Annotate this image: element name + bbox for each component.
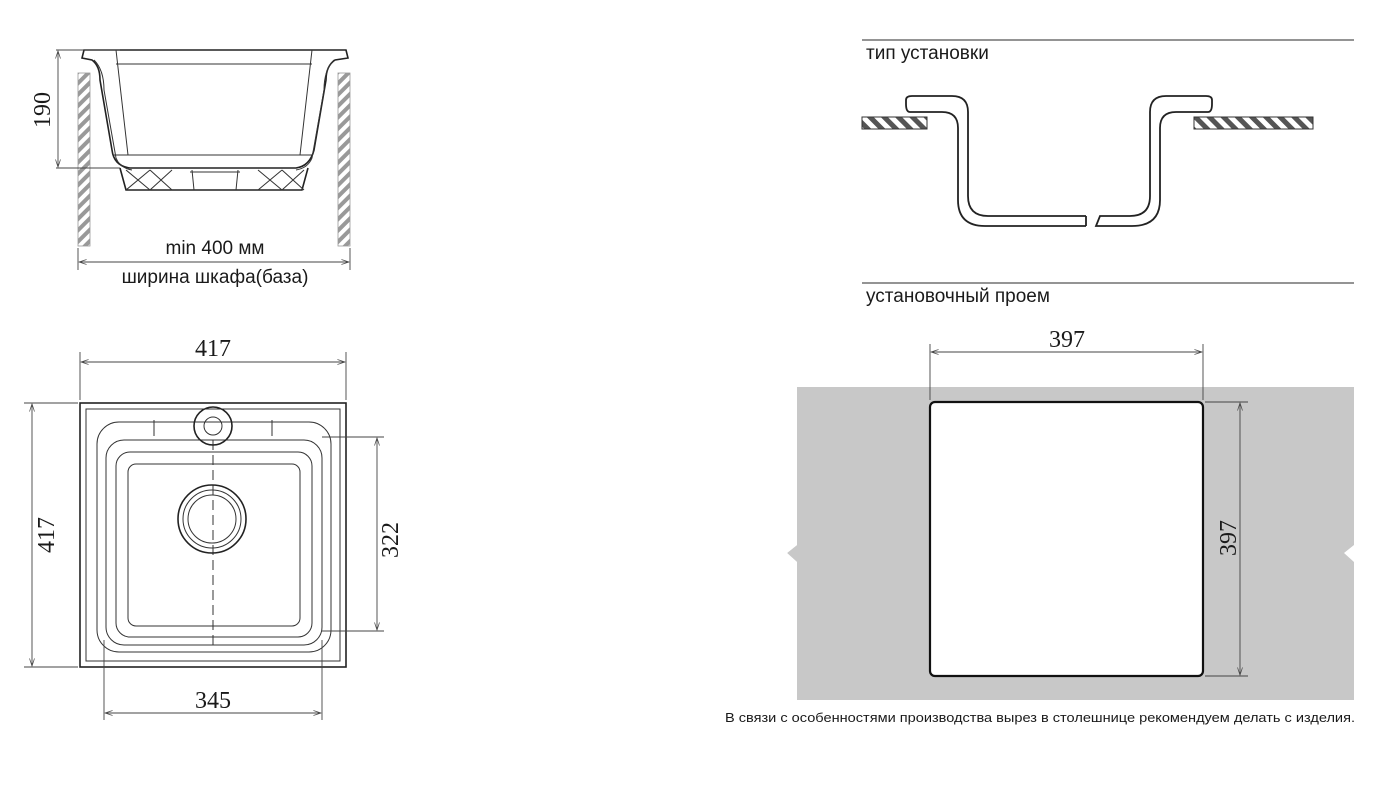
sink-outline — [79, 402, 347, 668]
inner-width-dimension: 345 — [195, 688, 231, 714]
cutout-label: установочный проем — [866, 286, 1050, 307]
sink-side-profile — [81, 49, 349, 169]
side-view: 190 min 400 мм ширина шкафа(база) — [30, 49, 351, 288]
countertop-left — [861, 116, 928, 130]
countertop-right — [1193, 116, 1314, 130]
sink-base — [119, 167, 309, 191]
cutout-height-dimension: 397 — [1216, 520, 1242, 556]
cabinet-wall-left — [77, 72, 91, 247]
left-height-dimension: 417 — [34, 517, 60, 553]
sink-profile-right — [1094, 95, 1213, 227]
cutout: установочный проем 397 397 В связи с осо… — [725, 282, 1364, 725]
min-width-label: min 400 мм — [166, 238, 265, 259]
cutout-width-dimension: 397 — [1049, 327, 1085, 353]
height-dimension: 190 — [30, 92, 56, 128]
cabinet-wall-right — [337, 72, 351, 247]
top-width-dimension: 417 — [195, 336, 231, 362]
overflow-hole — [193, 406, 233, 446]
installation-type-label: тип установки — [866, 43, 989, 64]
sink-profile-left — [905, 95, 1086, 227]
cutout-opening — [928, 400, 1205, 678]
top-view: 417 417 322 345 — [24, 336, 404, 720]
inner-height-dimension: 322 — [378, 522, 404, 558]
installation-type: тип установки — [861, 39, 1354, 227]
footnote: В связи с особенностями производства выр… — [725, 711, 1355, 725]
drain-hole — [177, 484, 247, 554]
cabinet-width-label: ширина шкафа(база) — [122, 267, 309, 288]
